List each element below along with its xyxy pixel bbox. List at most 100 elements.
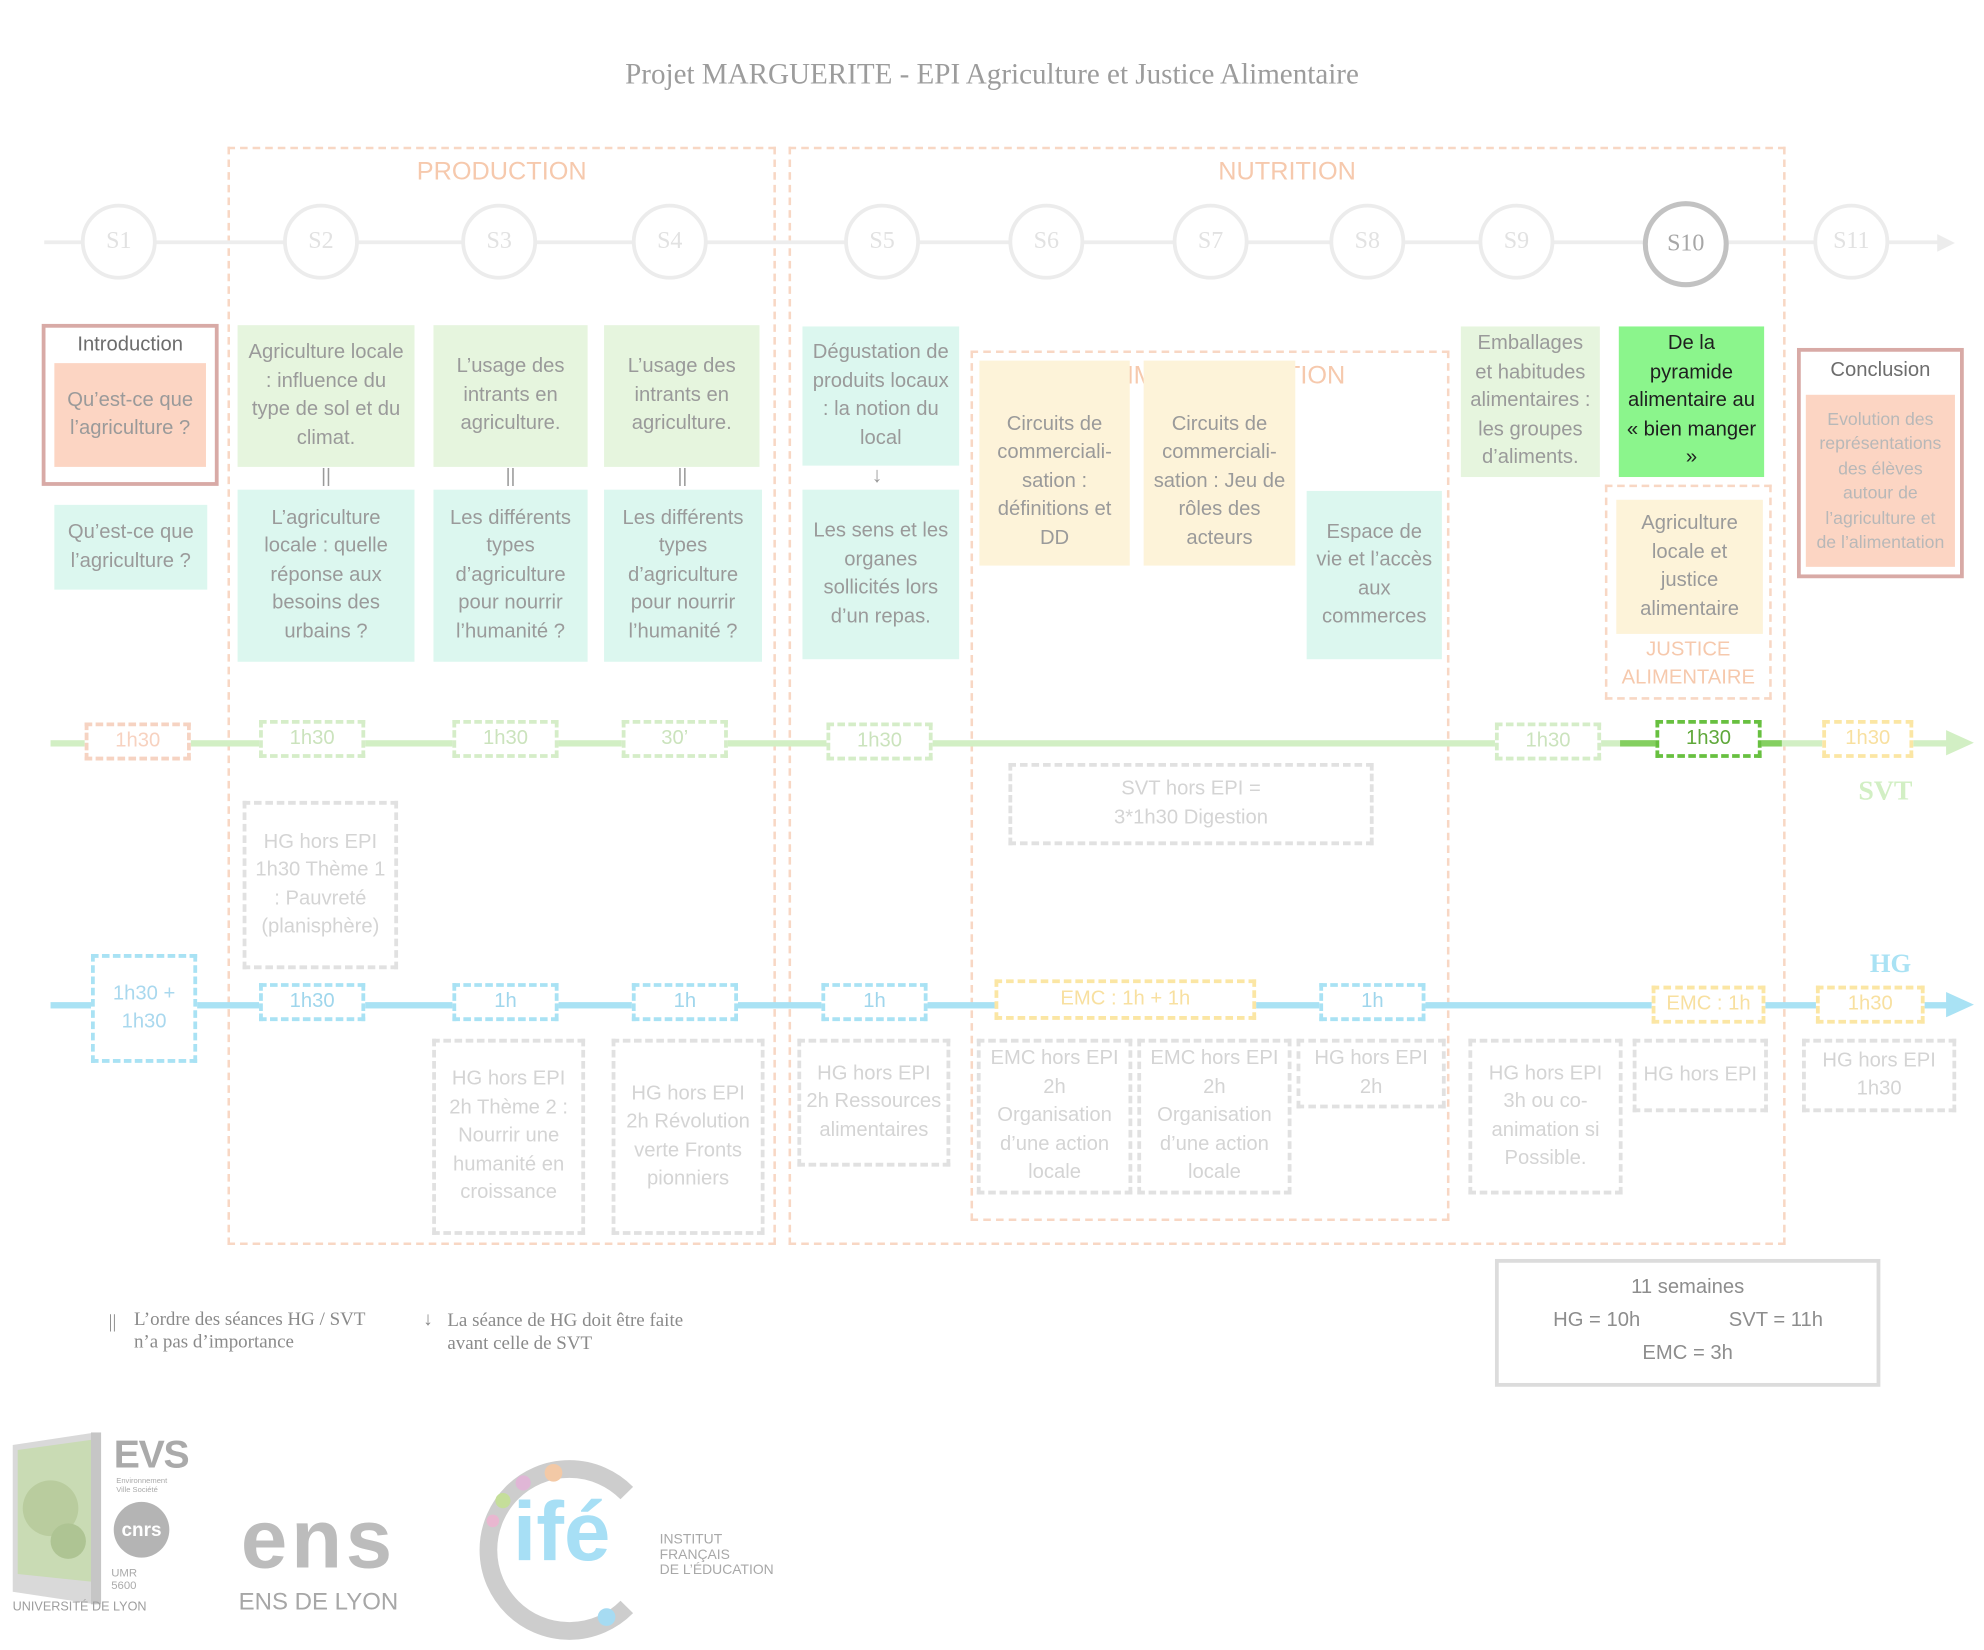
cnrs-text: cnrs (121, 1518, 162, 1541)
evs-text: EVS (113, 1432, 190, 1477)
legend-arrow-text: La séance de HG doit être faite avant ce… (447, 1310, 684, 1354)
ife-wordmark: ifé (513, 1484, 611, 1578)
commercialisation-section (970, 350, 1450, 1222)
hg-hors-epi-s11: HG hors EPI 1h30 (1802, 1038, 1957, 1113)
svt-pill-s5: 1h30 (826, 722, 933, 761)
s5-arrow: ↓ (871, 463, 883, 488)
svt-hors-epi: SVT hors EPI = 3*1h30 Digestion (1008, 762, 1374, 846)
evs-logo: EVS Environnement Ville Société cnrs UMR… (12, 1432, 190, 1647)
conclusion-card: Evolution des représentations des élèves… (1805, 394, 1955, 567)
emc-hors-epi-s7: EMC hors EPI 2h Organisation d’une actio… (1137, 1038, 1292, 1195)
hg-pill-s5: 1h (821, 983, 928, 1022)
s7-circuits-card: Circuits de commerciali-sation : Jeu de … (1143, 360, 1296, 566)
svt-pill-s3: 1h30 (452, 719, 559, 758)
week-s2: S2 (283, 203, 359, 280)
svt-pill-s10: 1h30 (1655, 719, 1762, 758)
nutrition-section (788, 146, 1786, 1246)
week-s5: S5 (844, 203, 920, 280)
emc-hors-epi-s6: EMC hors EPI 2h Organisation d’une actio… (976, 1038, 1133, 1195)
hg-hors-epi-s8: HG hors EPI 2h (1296, 1038, 1446, 1109)
week-s10: S10 (1642, 201, 1729, 288)
week-s7: S7 (1172, 203, 1249, 280)
ens-subtext: ENS DE LYON (238, 1589, 399, 1616)
week-s9: S9 (1478, 203, 1555, 280)
s4-top-card: L’usage des intrants en agriculture. (604, 325, 760, 467)
svt-label: SVT (1858, 774, 1913, 806)
s9-emballages-card: Emballages et habitudes alimentaires : l… (1460, 326, 1600, 478)
cnrs-logo: cnrs (113, 1501, 170, 1558)
summary-hg: HG = 10h (1553, 1309, 1641, 1332)
production-title: PRODUCTION (416, 158, 587, 186)
s3-top-card: L’usage des intrants en agriculture. (433, 325, 588, 467)
s2-top-card: Agriculture locale : influence du type d… (237, 325, 415, 467)
s2-bottom-card: L’agriculture locale : quelle réponse au… (237, 489, 415, 662)
page-title: Projet MARGUERITE - EPI Agriculture et J… (625, 58, 1359, 90)
justice-title: JUSTICE ALIMENTAIRE (1621, 638, 1755, 689)
summary-weeks: 11 semaines (1631, 1276, 1745, 1299)
umr-text: UMR 5600 (111, 1566, 138, 1592)
s10-pyramide-card: De la pyramide alimentaire au « bien man… (1618, 326, 1765, 478)
introduction-label: Introduction (77, 334, 183, 356)
summary-svt: SVT = 11h (1728, 1309, 1823, 1332)
svt-pill-s2: 1h30 (259, 719, 366, 758)
s5-bottom-card: Les sens et les organes sollicités lors … (802, 489, 960, 660)
legend-arrow-symbol: ↓ (423, 1309, 433, 1330)
ife-subtext-2: FRANÇAIS (659, 1547, 730, 1563)
svt-arrow (1946, 730, 1974, 756)
hg-pill-s1-text: 1h30 + 1h30 (112, 983, 176, 1033)
hg-arrow (1946, 991, 1974, 1018)
week-s6: S6 (1008, 203, 1085, 280)
evs-subtext: Environnement Ville Société (116, 1477, 168, 1495)
week-s3: S3 (461, 203, 538, 280)
hg-pill-s11: 1h30 (1815, 985, 1925, 1024)
hg-hors-epi-s5: HG hors EPI 2h Ressources alimentaires (797, 1038, 951, 1167)
hg-pill-emc-s10: EMC : 1h (1651, 985, 1766, 1024)
production-section (227, 146, 776, 1246)
s3-order-mark: || (505, 464, 516, 487)
ife-ring-graphic (479, 1460, 634, 1640)
s2-order-mark: || (321, 464, 331, 487)
ife-logo: ifé INSTITUT FRANÇAIS DE L’ÉDUCATION (473, 1458, 784, 1648)
ife-subtext-3: DE L’ÉDUCATION (659, 1562, 774, 1578)
hg-pill-s8: 1h (1319, 983, 1426, 1022)
week-s11: S11 (1813, 203, 1890, 280)
legend-order-symbol: || (108, 1312, 117, 1333)
hg-pill-s3: 1h (452, 983, 559, 1022)
hg-hors-epi-s3: HG hors EPI 2h Thème 2 : Nourrir une hum… (432, 1038, 586, 1235)
week-s1: S1 (80, 203, 157, 280)
week-s4: S4 (631, 203, 708, 280)
hg-hors-epi-s10: HG hors EPI (1632, 1038, 1768, 1113)
ife-subtext-1: INSTITUT (659, 1532, 723, 1548)
justice-section (1604, 484, 1772, 700)
hg-pill-s4: 1h (631, 983, 739, 1022)
hg-label: HG (1869, 947, 1912, 979)
hg-pill-s2: 1h30 (259, 983, 366, 1022)
summary-emc: EMC = 3h (1642, 1342, 1733, 1364)
s1-card: Qu’est-ce que l’agriculture ? (54, 504, 208, 590)
ens-wordmark: ens (240, 1491, 396, 1586)
s4-bottom-card: Les différents types d’agriculture pour … (604, 489, 763, 662)
hg-pill-emc-s6-s7: EMC : 1h + 1h (994, 979, 1257, 1020)
s8-espace-card: Espace de vie et l’accès aux commerces (1306, 490, 1442, 660)
introduction-card: Qu’est-ce que l’agriculture ? (54, 363, 206, 467)
timeline-line (44, 240, 1940, 245)
s3-bottom-card: Les différents types d’agriculture pour … (433, 489, 588, 662)
svt-line (50, 740, 1949, 747)
legend-order-text: L’ordre des séances HG / SVT n’a pas d’i… (133, 1309, 366, 1353)
universite-text: UNIVERSITÉ DE LYON (12, 1600, 147, 1615)
hg-pill-s1: 1h30 + 1h30 (90, 954, 198, 1063)
hg-hors-epi-s4: HG hors EPI 2h Révolution verte Fronts p… (611, 1038, 765, 1235)
svt-pill-s9: 1h30 (1494, 722, 1602, 761)
svt-pill-s11: 1h30 (1822, 719, 1914, 758)
week-s8: S8 (1329, 203, 1406, 280)
svt-pill-s4: 30’ (621, 719, 728, 758)
s6-circuits-card: Circuits de commerciali-sation : définit… (979, 360, 1130, 566)
conclusion-label: Conclusion (1830, 359, 1931, 381)
hg-hors-epi-s2-top: HG hors EPI 1h30 Thème 1 : Pauvreté (pla… (242, 800, 399, 970)
nutrition-title: NUTRITION (1218, 158, 1356, 186)
ens-logo: ens ENS DE LYON (173, 1492, 464, 1627)
svt-pill-s1: 1h30 (84, 722, 191, 761)
timeline-arrow (1937, 234, 1955, 252)
s4-order-mark: || (677, 464, 688, 487)
evs-building-graphic (12, 1432, 102, 1605)
